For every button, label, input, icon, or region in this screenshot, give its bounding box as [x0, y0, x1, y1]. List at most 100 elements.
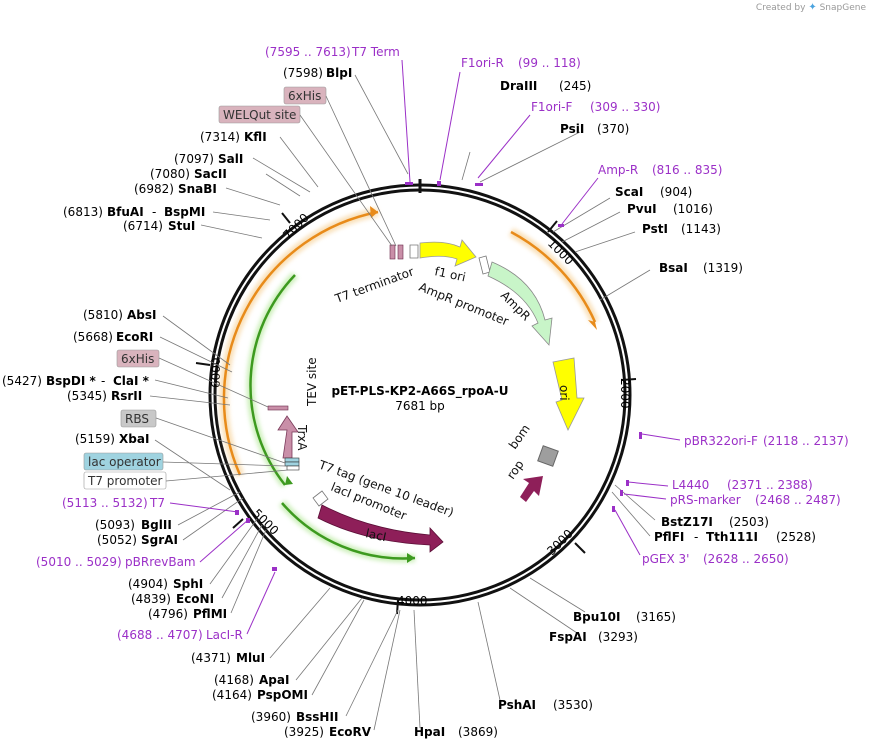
svg-text:(4688 .. 4707): (4688 .. 4707) [117, 628, 203, 642]
svg-text:BsaI: BsaI [659, 261, 688, 275]
label-tev-site: TEV site [305, 357, 319, 407]
site-psii[interactable]: PsiI(370) [560, 122, 629, 136]
svg-text:(99 .. 118): (99 .. 118) [518, 56, 581, 70]
laci-promoter-box [312, 490, 329, 507]
svg-text:PflFI: PflFI [654, 530, 684, 544]
svg-text:(5159): (5159) [75, 432, 115, 446]
svg-text:SphI: SphI [173, 577, 203, 591]
svg-text:HpaI: HpaI [414, 725, 445, 739]
primer-prs-marker[interactable]: pRS-marker(2468 .. 2487) [670, 493, 841, 507]
site-pspomi[interactable]: (4164)PspOMI [212, 688, 308, 702]
site-scai[interactable]: ScaI(904) [615, 185, 692, 199]
site-bglii[interactable]: (5093)BglII [95, 518, 172, 532]
ampr-promoter-box [478, 255, 491, 275]
site-stui[interactable]: (6714)StuI [123, 219, 195, 233]
site-hpai[interactable]: HpaI (3869) [414, 725, 498, 739]
site-draiii[interactable]: DraIII(245) [500, 79, 591, 93]
primer-l4440[interactable]: L4440(2371 .. 2388) [672, 478, 813, 492]
laci-arrow [317, 504, 444, 553]
feature-6xhis-top[interactable]: 6xHis [283, 86, 397, 247]
site-econi[interactable]: (4839)EcoNI [131, 592, 214, 606]
primer-amp-r[interactable]: Amp-R(816 .. 835) [598, 163, 722, 177]
svg-text:EcoRV: EcoRV [329, 725, 372, 739]
svg-text:(5427): (5427) [2, 374, 42, 388]
site-fspai[interactable]: FspAI(3293) [549, 630, 638, 644]
site-pshai[interactable]: PshAI(3530) [498, 698, 593, 712]
site-bpu10i[interactable]: Bpu10I(3165) [573, 610, 676, 624]
site-bsai[interactable]: BsaI(1319) [659, 261, 743, 275]
green-arc-bottom-head [407, 553, 415, 563]
site-psti[interactable]: PstI(1143) [642, 222, 721, 236]
feature-lac-operator[interactable]: lac operator [83, 452, 286, 471]
site-bstz17i[interactable]: BstZ17I(2503) [661, 515, 769, 529]
green-arc-left [249, 274, 296, 486]
svg-text:(3293): (3293) [598, 630, 638, 644]
svg-text:(2118 .. 2137): (2118 .. 2137) [763, 434, 849, 448]
feature-stack-left [267, 405, 300, 471]
svg-text:(7595 .. 7613): (7595 .. 7613) [265, 45, 351, 59]
svg-text:SalI: SalI [218, 152, 243, 166]
site-bsshii[interactable]: (3960)BssHII [251, 710, 338, 724]
svg-text:SnaBI: SnaBI [178, 182, 217, 196]
svg-text:(2528): (2528) [776, 530, 816, 544]
svg-text:(2628 .. 2650): (2628 .. 2650) [703, 552, 789, 566]
site-mlui[interactable]: (4371)MluI [191, 651, 265, 665]
site-kfli[interactable]: (7314)KflI [200, 130, 267, 144]
site-blpi[interactable]: (7598)BlpI [283, 66, 352, 80]
svg-text:(5052): (5052) [97, 533, 137, 547]
primer-f1ori-r[interactable]: F1ori-R(99 .. 118) [461, 56, 581, 70]
site-bfuai-bspmi[interactable]: (6813)BfuAI-BspMI [63, 205, 205, 219]
svg-text:(1143): (1143) [681, 222, 721, 236]
label-f1-ori: f1 ori [433, 264, 467, 284]
site-snabi[interactable]: (6982)SnaBI [134, 182, 217, 196]
svg-text:BspMI: BspMI [164, 205, 205, 219]
primer-laci-r[interactable]: (4688 .. 4707)LacI-R [117, 628, 243, 642]
site-apai[interactable]: (4168)ApaI [214, 673, 289, 687]
site-rsrii[interactable]: (5345)RsrII [67, 389, 142, 403]
site-pflfi-tth111i[interactable]: PflFI-Tth111I(2528) [654, 530, 816, 544]
svg-text:-: - [101, 374, 105, 388]
label-bom: bom [506, 422, 533, 452]
t7-terminator-box [409, 244, 419, 259]
site-pvui[interactable]: PvuI(1016) [627, 202, 713, 216]
svg-text:(4371): (4371) [191, 651, 231, 665]
f1-ori-arrow [419, 239, 477, 267]
site-bspdi-clai[interactable]: (5427)BspDI *-ClaI * [2, 374, 150, 388]
svg-text:L4440: L4440 [672, 478, 709, 492]
site-xbai[interactable]: (5159)XbaI [75, 432, 149, 446]
svg-text:PshAI: PshAI [498, 698, 536, 712]
svg-text:(3869): (3869) [458, 725, 498, 739]
site-sphi[interactable]: (4904)SphI [128, 577, 203, 591]
primer-pbrrevbam[interactable]: (5010 .. 5029)pBRrevBam [36, 555, 196, 569]
site-ecori[interactable]: (5668)EcoRI [73, 330, 153, 344]
svg-text:pGEX 3': pGEX 3' [642, 552, 689, 566]
feature-rbs[interactable]: RBS [120, 409, 286, 464]
primer-t7-term[interactable]: (7595 .. 7613)T7 Term [265, 45, 400, 59]
svg-text:(3165): (3165) [636, 610, 676, 624]
site-sali[interactable]: (7097)SalI [174, 152, 243, 166]
svg-text:(2503): (2503) [729, 515, 769, 529]
svg-text:Tth111I: Tth111I [706, 530, 758, 544]
feature-welqut-site[interactable]: WELQut site [218, 105, 393, 247]
primer-leaders [169, 59, 681, 635]
svg-text:AbsI: AbsI [127, 308, 156, 322]
primer-pbr322ori-f[interactable]: pBR322ori-F(2118 .. 2137) [684, 434, 849, 448]
feature-6xhis-left[interactable]: 6xHis [116, 349, 269, 408]
site-pflmi[interactable]: (4796)PflMI [148, 607, 227, 621]
feature-t7-promoter[interactable]: T7 promoter [83, 469, 289, 490]
site-sgrai[interactable]: (5052)SgrAI [97, 533, 178, 547]
site-absi[interactable]: (5810)AbsI [83, 308, 156, 322]
origin-marker [418, 179, 422, 193]
primer-t7[interactable]: (5113 .. 5132)T7 [62, 496, 165, 510]
primer-pgex-3[interactable]: pGEX 3' (2628 .. 2650) [642, 552, 789, 566]
site-ecorv[interactable]: (3925)EcoRV [284, 725, 372, 739]
label-ori: ori [557, 385, 571, 401]
svg-text:ApaI: ApaI [259, 673, 289, 687]
orange-arc-left-head [370, 206, 378, 218]
svg-text:(7314): (7314) [200, 130, 240, 144]
snapgene-credit: Created by ✦ SnapGene [756, 2, 866, 13]
green-arc-bottom [281, 502, 416, 560]
site-sacii[interactable]: (7080)SacII [150, 167, 227, 181]
primer-f1ori-f[interactable]: F1ori-F(309 .. 330) [531, 100, 660, 114]
